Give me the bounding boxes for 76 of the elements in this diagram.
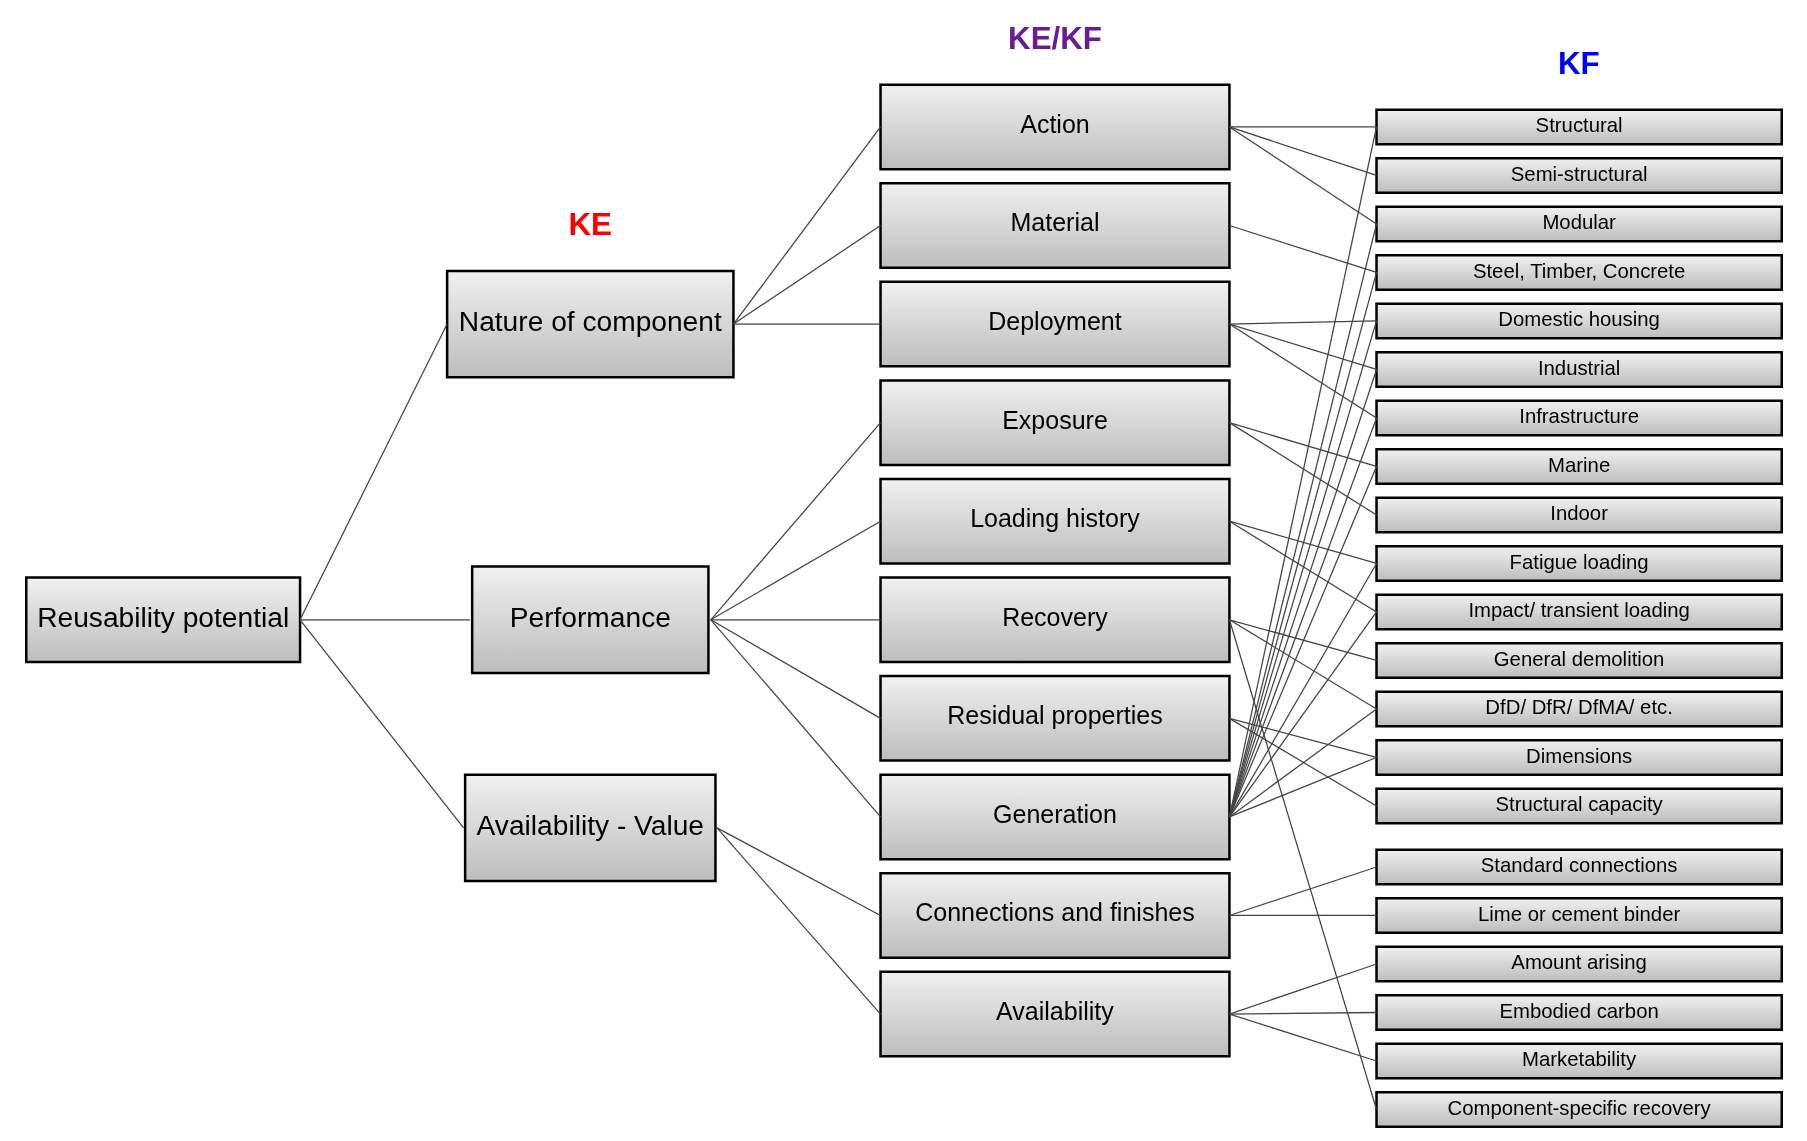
connector bbox=[1228, 866, 1377, 917]
connector bbox=[1228, 422, 1377, 516]
connector bbox=[1228, 611, 1377, 818]
connector bbox=[298, 619, 464, 829]
connector bbox=[1228, 224, 1377, 274]
node-box: Dimensions bbox=[1374, 739, 1783, 776]
node-box: Fatigue loading bbox=[1374, 545, 1783, 582]
node-box: Indoor bbox=[1374, 496, 1783, 534]
connector bbox=[732, 126, 881, 325]
node-box: Semi-structural bbox=[1374, 157, 1783, 194]
connector bbox=[1228, 717, 1377, 759]
node-box: Reusability potential bbox=[24, 576, 301, 664]
connector bbox=[732, 224, 881, 325]
node-box: Modular bbox=[1374, 205, 1783, 243]
node-box: Structural capacity bbox=[1374, 787, 1783, 825]
connector bbox=[709, 619, 881, 621]
connector bbox=[715, 827, 881, 917]
node-box: Nature of component bbox=[445, 269, 735, 379]
node-box: Generation bbox=[878, 773, 1231, 861]
node-box: Lime or cement binder bbox=[1374, 897, 1783, 934]
connector bbox=[1228, 756, 1377, 818]
connector bbox=[1228, 562, 1377, 818]
connector bbox=[1228, 1013, 1377, 1062]
node-box: Availability bbox=[878, 970, 1231, 1058]
connector bbox=[709, 619, 881, 818]
node-box: Domestic housing bbox=[1374, 302, 1783, 340]
connector bbox=[1228, 520, 1377, 565]
connector bbox=[1228, 323, 1377, 371]
connector bbox=[709, 422, 881, 621]
node-box: Material bbox=[878, 182, 1231, 269]
node-box: Infrastructure bbox=[1374, 399, 1783, 437]
node-box: Structural bbox=[1374, 108, 1783, 146]
node-box: Performance bbox=[470, 565, 710, 675]
node-box: Loading history bbox=[878, 477, 1231, 565]
connector bbox=[1228, 619, 1377, 1111]
label: KF bbox=[1557, 45, 1600, 81]
connector bbox=[1228, 914, 1377, 917]
node-box: Availability - Value bbox=[463, 773, 717, 883]
node-box: Marketability bbox=[1374, 1042, 1783, 1080]
node-box: Residual properties bbox=[878, 674, 1231, 762]
label: KE bbox=[567, 206, 612, 242]
node-box: Connections and finishes bbox=[878, 872, 1231, 959]
connector bbox=[1228, 323, 1377, 419]
connector bbox=[1228, 126, 1377, 128]
node-box: Industrial bbox=[1374, 351, 1783, 388]
node-box: Amount arising bbox=[1374, 945, 1783, 983]
node-box: Standard connections bbox=[1374, 848, 1783, 886]
connector bbox=[1228, 520, 1377, 613]
node-box: Marine bbox=[1374, 448, 1783, 485]
connector bbox=[709, 520, 881, 621]
connector bbox=[709, 619, 881, 719]
node-box: Component-specific recovery bbox=[1374, 1091, 1783, 1128]
node-box: DfD/ DfR/ DfMA/ etc. bbox=[1374, 690, 1783, 728]
node-box: Impact/ transient loading bbox=[1374, 593, 1783, 631]
node-box: Action bbox=[878, 83, 1231, 171]
node-box: Embodied carbon bbox=[1374, 994, 1783, 1031]
connector bbox=[298, 619, 470, 621]
node-box: Steel, Timber, Concrete bbox=[1374, 254, 1783, 291]
connector bbox=[1228, 619, 1377, 710]
connector bbox=[732, 323, 881, 325]
connector bbox=[1228, 320, 1377, 325]
node-box: Exposure bbox=[878, 379, 1231, 467]
connector bbox=[715, 827, 881, 1015]
node-box: Deployment bbox=[878, 280, 1231, 368]
node-box: Recovery bbox=[878, 576, 1231, 664]
connector bbox=[1228, 708, 1377, 818]
connector bbox=[1228, 126, 1377, 177]
connector bbox=[1228, 1011, 1377, 1015]
connector bbox=[1228, 126, 1377, 225]
connector bbox=[298, 323, 448, 621]
connector bbox=[1228, 717, 1377, 807]
connector bbox=[1228, 422, 1377, 468]
node-box: General demolition bbox=[1374, 642, 1783, 679]
connector bbox=[1228, 963, 1377, 1015]
connector bbox=[1228, 619, 1377, 662]
label: KE/KF bbox=[1007, 20, 1102, 56]
